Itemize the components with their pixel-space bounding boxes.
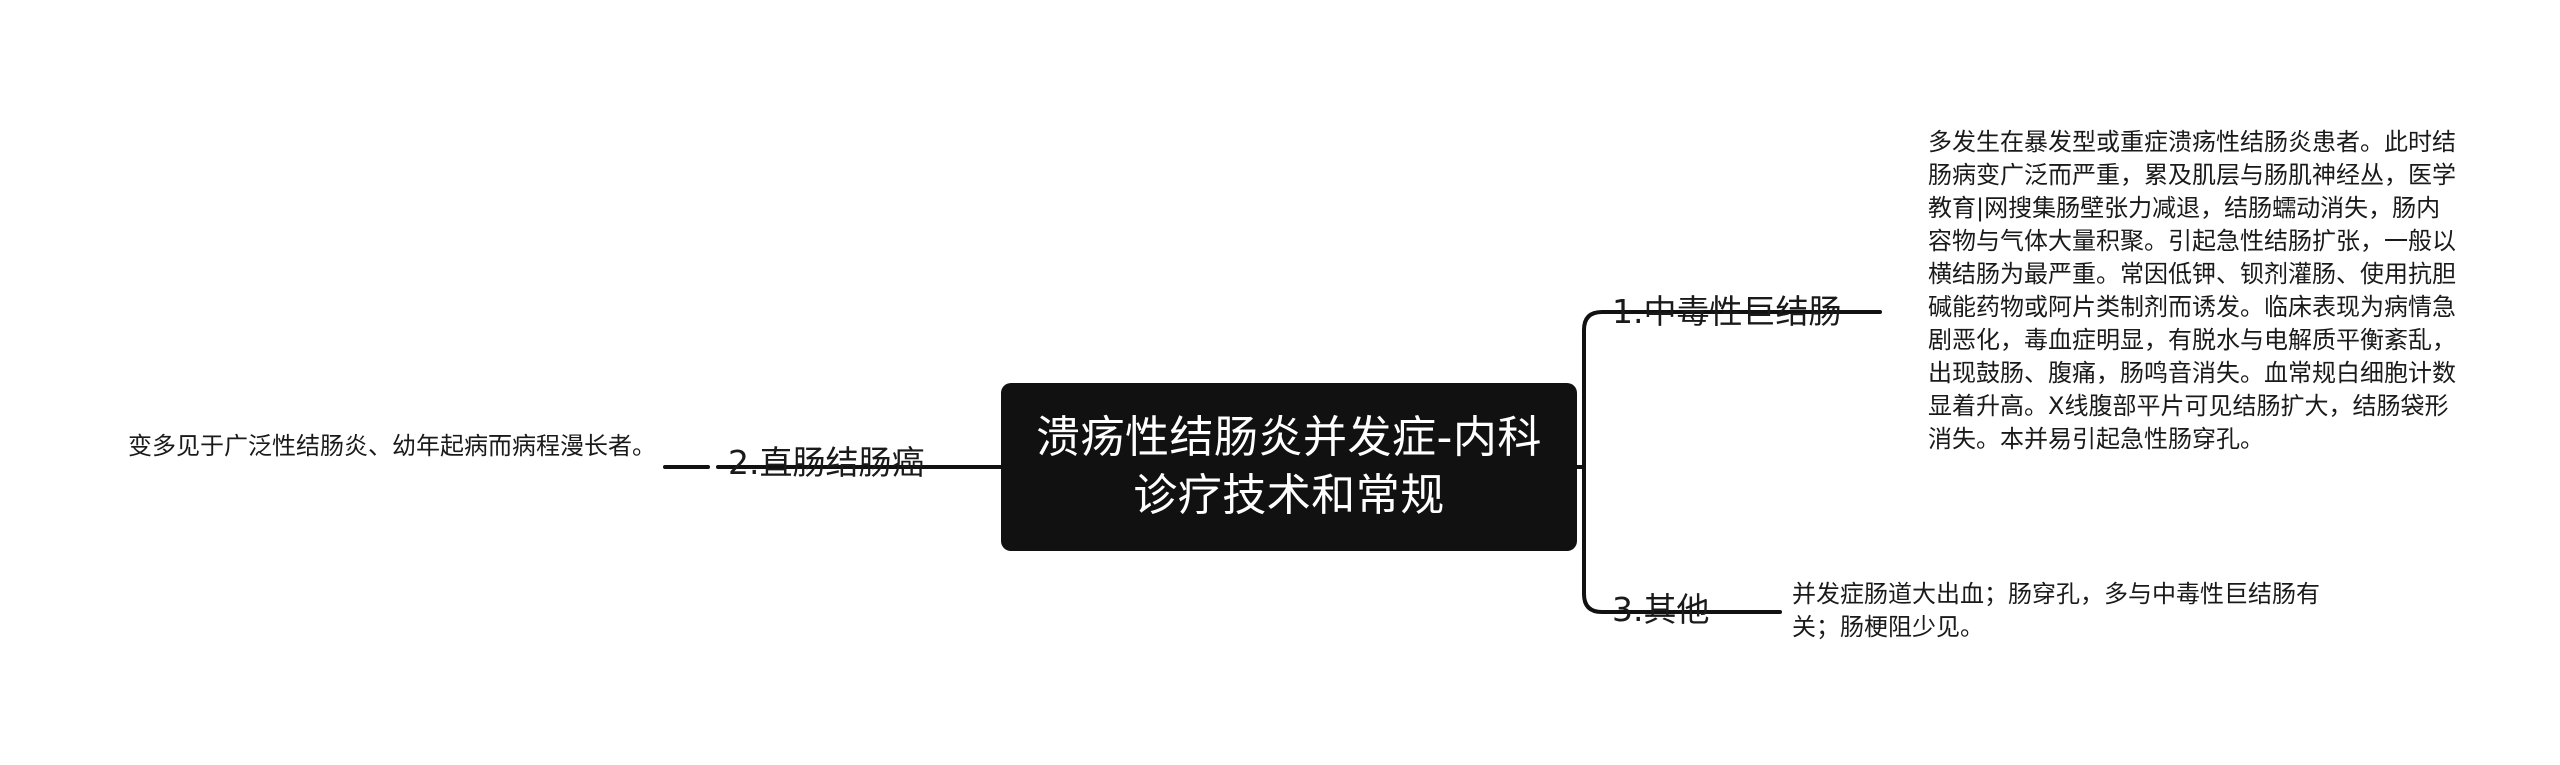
root-node[interactable]: 溃疡性结肠炎并发症-内科诊疗技术和常规 <box>1001 383 1577 551</box>
branch-label-toxic-megacolon[interactable]: 1.中毒性巨结肠 <box>1612 292 1842 331</box>
connector-branch-3 <box>1582 465 1608 614</box>
branch-detail-other: 并发症肠道大出血；肠穿孔，多与中毒性巨结肠有关；肠梗阻少见。 <box>1792 580 2320 641</box>
root-title: 溃疡性结肠炎并发症-内科诊疗技术和常规 <box>1036 412 1542 521</box>
connector-branch-1 <box>1582 310 1608 469</box>
branch-detail-colorectal-cancer: 变多见于广泛性结肠炎、幼年起病而病程漫长者。 <box>128 432 656 460</box>
branch-detail-toxic-megacolon: 多发生在暴发型或重症溃疡性结肠炎患者。此时结肠病变广泛而严重，累及肌层与肠肌神经… <box>1928 128 2456 453</box>
branch-label-other[interactable]: 3.其他 <box>1612 590 1710 629</box>
branch-label-colorectal-cancer[interactable]: 2.直肠结肠癌 <box>728 443 925 482</box>
